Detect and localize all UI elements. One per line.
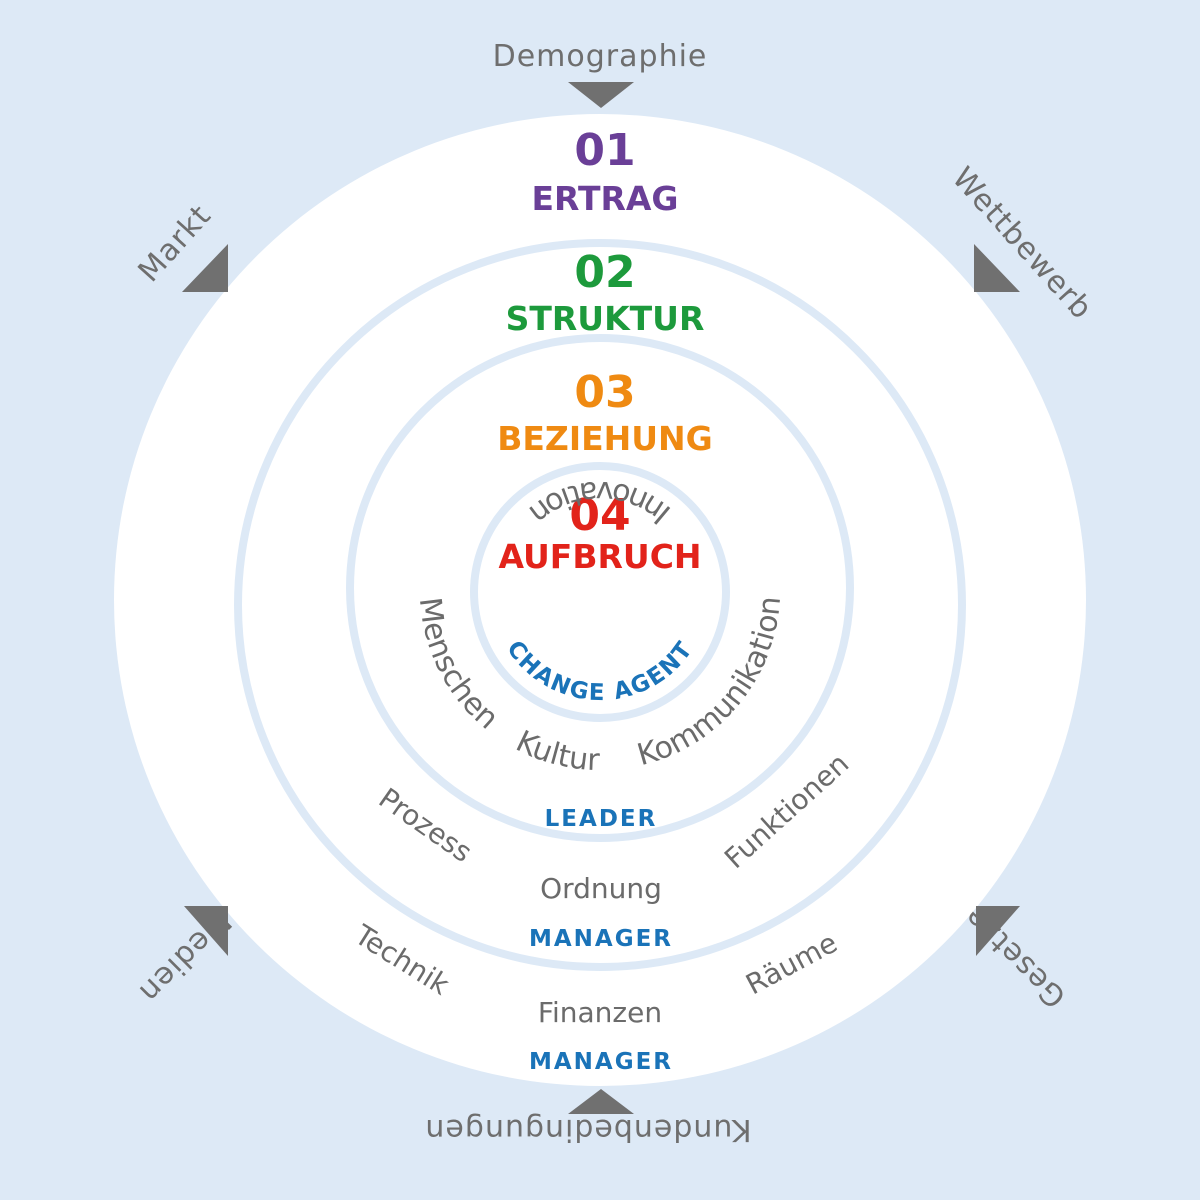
ring-01-title: ERTRAG bbox=[531, 179, 678, 218]
ring-02-title: STRUKTUR bbox=[506, 299, 705, 338]
ring-03-number: 03 bbox=[574, 367, 635, 418]
manager-label-1: MANAGER bbox=[529, 926, 673, 952]
arrow-up-icon bbox=[568, 1089, 634, 1114]
kundenbedingungen-label: Kundenbedingungen bbox=[424, 1112, 751, 1147]
ring-02-number: 02 bbox=[574, 247, 635, 298]
arrow-medien-icon bbox=[184, 906, 228, 956]
ring-04-number: 04 bbox=[569, 490, 630, 541]
leader-label: LEADER bbox=[545, 806, 658, 832]
ordnung-label: Ordnung bbox=[540, 872, 662, 905]
arrow-wettbewerb-icon bbox=[974, 244, 1020, 292]
demographie-label: Demographie bbox=[493, 39, 708, 74]
arrow-gesetze-icon bbox=[976, 906, 1020, 956]
finanzen-label: Finanzen bbox=[538, 996, 662, 1029]
arrow-down-icon bbox=[568, 82, 634, 108]
ring-04-circle bbox=[470, 462, 730, 722]
manager-label-2: MANAGER bbox=[529, 1049, 673, 1075]
ring-03-title: BEZIEHUNG bbox=[497, 419, 713, 458]
ring-04-title: AUFBRUCH bbox=[498, 537, 701, 576]
ring-01-number: 01 bbox=[574, 125, 635, 176]
arrow-markt-icon bbox=[182, 244, 228, 292]
